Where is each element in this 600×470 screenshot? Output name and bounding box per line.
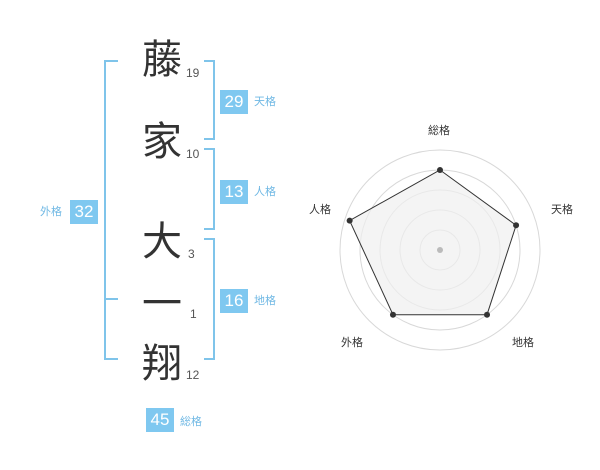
- kanji-5: 翔: [142, 341, 182, 387]
- tenkaku-value: 29: [220, 90, 248, 114]
- radar-point-0: [437, 167, 443, 173]
- kanji-4: 一: [142, 281, 182, 327]
- radar-axis-jinkaku: 人格: [309, 202, 331, 216]
- radar-polygon: [348, 169, 517, 316]
- stroke-count-5: 12: [186, 368, 200, 382]
- radar-center-dot: [437, 247, 443, 253]
- radar-axis-tenkaku: 天格: [551, 202, 573, 216]
- radar-ring: [339, 149, 541, 351]
- stroke-count-4: 1: [190, 307, 197, 321]
- chikaku-value: 16: [220, 289, 248, 313]
- radar-point-3: [389, 311, 396, 318]
- tenkaku-label: 天格: [254, 95, 276, 108]
- jinkaku-value: 13: [220, 180, 248, 204]
- radar-axis-chikaku: 地格: [512, 335, 534, 349]
- radar-point-4: [346, 217, 353, 224]
- kanji-1: 藤: [142, 37, 182, 83]
- radar-points: [346, 167, 520, 318]
- jinkaku-label: 人格: [254, 185, 276, 198]
- soukaku-value: 45: [146, 408, 174, 432]
- radar-point-1: [513, 222, 520, 229]
- kanji-2: 家: [142, 119, 182, 165]
- radar-point-2: [484, 311, 491, 318]
- kanji-3: 大: [142, 219, 182, 265]
- gaikaku-value: 32: [70, 200, 98, 224]
- soukaku-label: 総格: [180, 415, 202, 428]
- radar-axis-soukaku: 総格: [428, 123, 450, 137]
- stroke-count-3: 3: [188, 247, 195, 261]
- gaikaku-label: 外格: [40, 205, 62, 218]
- radar-axis-gaikaku: 外格: [341, 335, 363, 349]
- stroke-count-2: 10: [186, 147, 200, 161]
- stroke-count-1: 19: [186, 66, 200, 80]
- chikaku-label: 地格: [254, 294, 276, 307]
